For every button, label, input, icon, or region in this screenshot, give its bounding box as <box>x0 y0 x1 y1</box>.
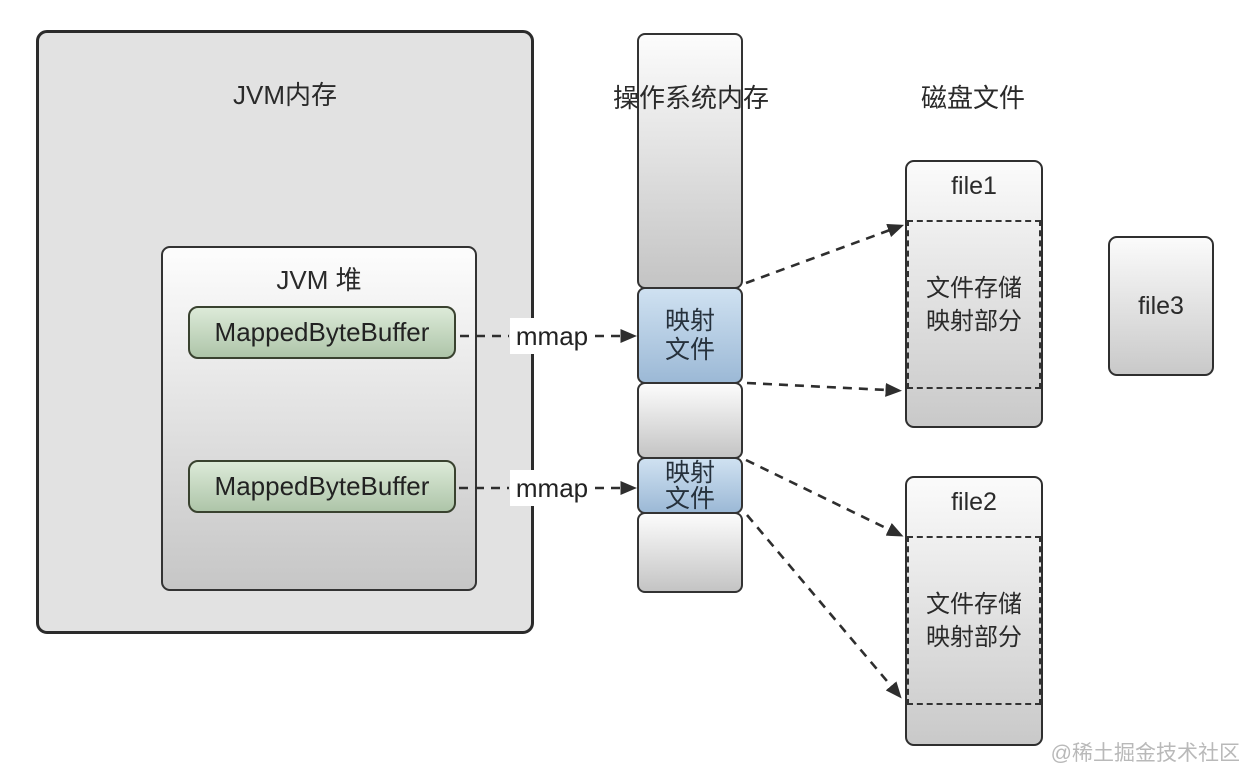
mapped-file-2-line-1: 映射 <box>664 458 715 487</box>
mapped-byte-buffer-1: MappedByteBuffer <box>188 306 456 359</box>
jvm-heap-title: JVM 堆 <box>276 265 362 295</box>
file1-mapped-region: 文件存储 映射部分 <box>907 220 1041 389</box>
mmap-label-2: mmap <box>510 470 594 506</box>
mapped-byte-buffer-2: MappedByteBuffer <box>188 460 456 513</box>
arrow-mapped1-to-file1-bottom <box>746 381 902 397</box>
os-memory-segment-bottom <box>637 512 743 593</box>
mapped-file-block-2: 映射 文件 <box>637 457 743 514</box>
disk-files-title: 磁盘文件 <box>920 83 1025 113</box>
file2-region-line-1: 文件存储 <box>926 590 1022 618</box>
file2-region-line-2: 映射部分 <box>926 623 1022 651</box>
mapped-file-1-line-1: 映射 <box>664 306 715 335</box>
file3-box: file3 <box>1108 236 1214 376</box>
jvm-memory-title: JVM内存 <box>232 80 337 110</box>
mapped-file-block-1: 映射 文件 <box>637 287 743 384</box>
arrow-mapped1-to-file1-top <box>745 223 905 285</box>
os-memory-segment-top <box>637 33 743 289</box>
mmap-label-1: mmap <box>510 318 594 354</box>
arrow-mapped2-to-file2-bottom <box>746 514 902 699</box>
arrow-mapped2-to-file2-top <box>745 458 904 537</box>
jvm-heap-box: JVM 堆 MappedByteBuffer MappedByteBuffer <box>161 246 477 591</box>
file2-mapped-region: 文件存储 映射部分 <box>907 536 1041 705</box>
jvm-memory-box: JVM内存 JVM 堆 MappedByteBuffer MappedByteB… <box>36 30 534 634</box>
file1-box: file1 文件存储 映射部分 <box>905 160 1043 428</box>
os-memory-title: 操作系统内存 <box>612 83 769 113</box>
mapped-file-1-line-2: 文件 <box>664 335 715 364</box>
mapped-file-2-line-2: 文件 <box>664 484 715 513</box>
os-memory-segment-middle <box>637 382 743 459</box>
file2-box: file2 文件存储 映射部分 <box>905 476 1043 746</box>
file1-region-line-2: 映射部分 <box>926 307 1022 335</box>
file2-name: file2 <box>951 488 997 516</box>
file1-name: file1 <box>951 172 997 200</box>
file3-name: file3 <box>1138 291 1184 320</box>
file1-region-line-1: 文件存储 <box>926 274 1022 302</box>
juejin-watermark: @稀土掘金技术社区 <box>1050 742 1240 765</box>
